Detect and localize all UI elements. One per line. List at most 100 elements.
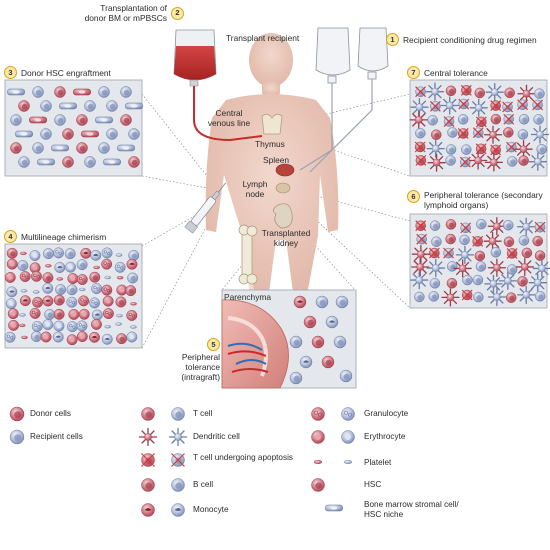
recipient-granulocyte-cell [114,261,126,273]
donor-dendritic-cell [138,427,158,447]
apoptosis-cross [429,100,441,112]
donor-plain-cell [53,308,65,320]
donor-granulocyte-cell [19,271,31,282]
recipient-plain-cell [289,371,303,385]
central-venous-line-label: Central venous line [207,108,251,128]
recipient-plain-cell [64,248,76,260]
donor-dendritic-cell [468,151,488,170]
donor-plain-cell [9,406,25,422]
recipient-plain-cell [171,478,185,492]
recipient-plain-cell [431,236,442,247]
recipient-dendritic-cell [410,270,429,290]
donor-plain-cell [76,114,88,126]
recipient-dendritic-cell [426,258,445,278]
donor-plain-cell [18,100,30,112]
recipient-granulocyte-cell [76,320,88,332]
recipient-granulocyte-cell [66,321,78,333]
apoptosis-cross [443,116,455,127]
recipient-dendritic-cell [530,125,550,144]
drug-bags [315,27,389,84]
donor-dendritic-cell [411,245,431,264]
recipient-granulocyte-cell [53,247,64,259]
donor-erythro-cell [311,430,325,444]
recipient-granulocyte-cell [4,331,16,343]
recipient-erythro-cell [29,250,41,261]
recipient-mono-cell [299,355,313,369]
recipient-dendritic-cell [469,98,488,117]
recipient-plain-cell [106,128,118,140]
recipient-plain-cell [17,260,29,272]
recipient-plain-cell [44,309,56,320]
recipient-plain-cell [502,219,514,231]
donor-erythro-cell [4,271,16,283]
recipient-stromal-cell [124,102,144,110]
donor-plain-cell [115,296,127,308]
recipient-plain-cell [461,144,472,155]
recipient-platelet-cell [19,313,26,317]
recipient-granulocyte-cell [91,283,103,295]
donor-platelet-cell [21,335,28,340]
donor-plain-cell [534,250,546,261]
donor-plain-cell [490,113,502,125]
donor-erythro-cell [76,331,88,343]
recipient-dendritic-cell [528,152,547,171]
syringe-graphic [184,182,227,234]
recipient-mono-cell [52,331,64,343]
recipient-plain-cell [428,291,440,302]
step-1-badge: 1 [386,33,399,46]
recipient-dendritic-cell [455,245,475,265]
recipient-plain-cell [518,235,530,246]
donor-erythro-cell [40,331,52,343]
donor-plain-cell [141,407,155,421]
recipient-erythro-cell [126,331,138,343]
legend-dendritic-cell: Dendritic cell [193,432,240,441]
donor-plain-cell [10,142,22,154]
donor-platelet-cell [18,323,26,328]
transplanted-kidney-label: Transplanted kidney [261,228,311,248]
recipient-stromal-cell [36,158,56,166]
recipient-dendritic-cell [487,287,507,307]
recipient-plain-cell [415,127,426,139]
donor-dendritic-cell [517,84,536,103]
donor-mono-cell [293,295,307,309]
donor-plain-cell [303,315,317,329]
apoptosis-cross [458,98,470,110]
thymus-label: Thymus [255,139,285,149]
step-1-label: 1 Recipient conditioning drug regimen [386,33,537,46]
recipient-plain-cell [98,86,110,98]
donor-mono-cell [19,295,31,307]
apoptosis-cross [506,247,518,259]
recipient-plain-cell [429,278,441,289]
donor-dendritic-cell [514,140,533,159]
apoptosis-cross [461,289,473,301]
recipient-stromal-cell [14,130,34,138]
recipient-granulocyte-cell [66,296,78,308]
recipient-dendritic-cell [528,273,547,292]
donor-plain-cell [518,155,529,166]
recipient-plain-cell [445,144,457,155]
apoptosis-cross [490,144,502,156]
recipient-plain-cell [534,290,546,302]
apoptosis-cross [534,221,546,233]
step-6-badge: 6 [407,190,420,203]
donor-granulocyte-cell [31,270,42,282]
donor-plain-cell [446,277,458,289]
recipient-dendritic-cell [484,274,503,294]
recipient-mono-cell [6,286,18,298]
recipient-plain-cell [18,156,30,168]
bone-graphic [238,224,258,285]
donor-granulocyte-cell [101,284,113,296]
recipient-body [205,33,339,300]
apoptosis-cross [414,141,426,153]
donor-erythro-cell [67,273,79,285]
panel-7-cells [409,82,550,172]
donor-platelet-cell [56,277,64,281]
donor-dendritic-cell [483,125,503,144]
apoptosis-cross [415,154,427,166]
donor-granulocyte-cell [311,407,325,421]
legend-b-cell: B cell [193,480,214,489]
apoptosis-cross [415,220,427,232]
recipient-plain-cell [447,127,458,138]
donor-platelet-cell [45,264,52,268]
recipient-plain-cell [32,142,44,154]
